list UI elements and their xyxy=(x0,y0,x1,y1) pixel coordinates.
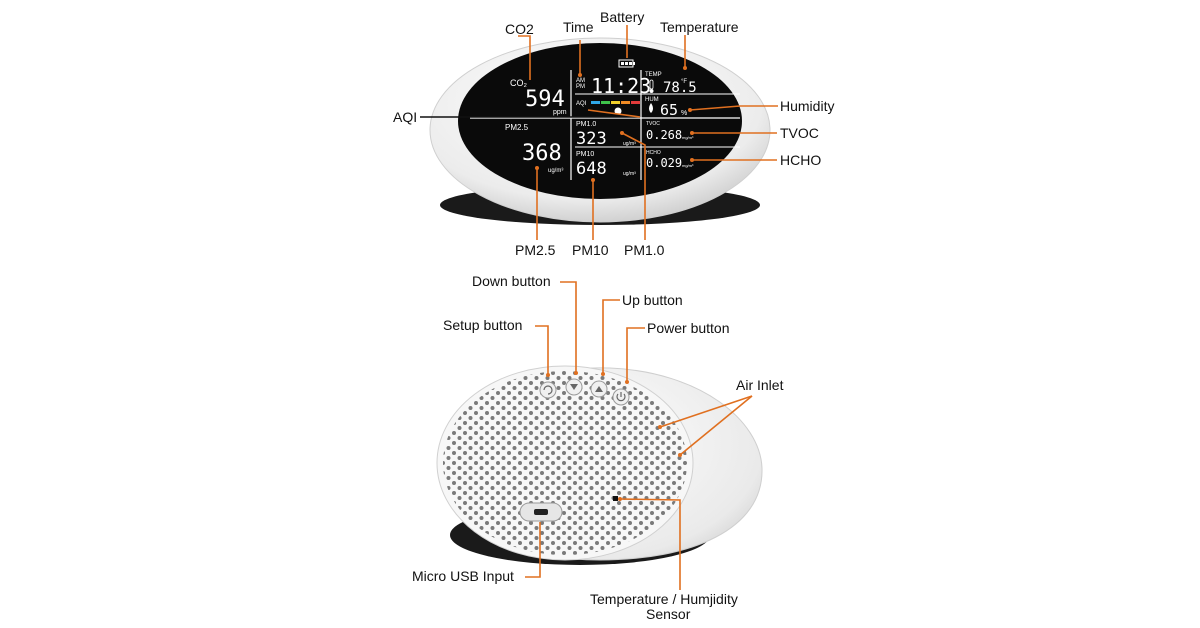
callout-time: Time xyxy=(563,19,594,35)
co2-screen-unit: ppm xyxy=(553,109,567,116)
temperature-humidity-sensor xyxy=(613,496,618,501)
hcho-screen-label: HCHO xyxy=(646,150,661,156)
hcho-screen-unit: mg/m³ xyxy=(682,163,694,168)
callout-power-button: Power button xyxy=(647,320,730,336)
front-screen xyxy=(458,43,742,199)
pm10-screen-value: 648 xyxy=(576,159,607,179)
down-arrow-icon xyxy=(570,384,578,390)
callout-tvoc: TVOC xyxy=(780,125,819,141)
pm10b-screen-unit: ug/m³ xyxy=(623,141,636,147)
tvoc-screen-label: TVOC xyxy=(646,121,660,127)
power-button[interactable] xyxy=(612,388,630,406)
smiley-face-icon xyxy=(614,107,622,115)
callout-setup-button: Setup button xyxy=(443,317,522,333)
callout-micro-usb: Micro USB Input xyxy=(412,568,514,584)
pm10-screen-unit: ug/m³ xyxy=(623,171,636,177)
battery-icon xyxy=(618,59,635,68)
callout-battery: Battery xyxy=(600,9,644,25)
callout-pm25: PM2.5 xyxy=(515,242,556,258)
callout-hcho: HCHO xyxy=(780,152,821,168)
co2-screen-value: 594 xyxy=(525,87,565,112)
callout-sensor-line2: Sensor xyxy=(646,606,691,622)
up-button[interactable] xyxy=(590,380,608,398)
aqi-bar-segment xyxy=(611,101,620,104)
callout-pm1-0: PM1.0 xyxy=(624,242,665,258)
hum-screen-unit: % xyxy=(681,110,687,117)
refresh-icon xyxy=(543,385,553,395)
callout-aqi: AQI xyxy=(393,109,417,125)
aqi-bar-segment xyxy=(631,101,640,104)
down-button[interactable] xyxy=(565,378,583,396)
callout-humidity: Humidity xyxy=(780,98,834,114)
co2-screen-label: CO₂ xyxy=(510,78,528,88)
pm25-screen-unit: ug/m³ xyxy=(548,168,563,174)
callout-temperature: Temperature xyxy=(660,19,739,35)
pm25-screen-value: 368 xyxy=(522,141,562,166)
aqi-bar-segment xyxy=(621,101,630,104)
up-arrow-icon xyxy=(595,386,603,392)
front-leader-lines xyxy=(420,25,778,240)
back-leader-lines xyxy=(525,281,753,590)
pm25-screen-label: PM2.5 xyxy=(505,123,529,132)
temp-screen-unit: °F xyxy=(681,79,687,85)
callout-air-inlet: Air Inlet xyxy=(736,377,784,393)
tvoc-screen-unit: mg/m³ xyxy=(682,135,694,140)
callout-sensor-line1: Temperature / Humjidity xyxy=(590,591,738,607)
air-inlet-grill xyxy=(443,371,687,555)
tvoc-screen-value: 0.268 xyxy=(646,128,682,142)
pm-label: PM xyxy=(576,84,585,90)
aqi-color-bar xyxy=(591,101,640,104)
hum-screen-label: HUM xyxy=(645,97,659,103)
setup-button[interactable] xyxy=(539,381,557,399)
micro-usb-port xyxy=(519,502,563,522)
temp-screen-value: 78.5 xyxy=(663,80,697,96)
temp-screen-label: TEMP xyxy=(645,72,662,78)
hum-screen-value: 65 xyxy=(660,101,678,119)
thermometer-icon xyxy=(649,79,654,93)
aqi-bar-segment xyxy=(591,101,600,104)
front-view: CO₂ 594 ppm AM PM 11:23 TEMP 78.5 °F AQI xyxy=(393,9,834,258)
back-view: Down button Up button Setup button Power… xyxy=(412,273,784,622)
pm10-screen-label: PM10 xyxy=(576,151,594,158)
am-label: AM xyxy=(576,78,585,84)
callout-down-button: Down button xyxy=(472,273,551,289)
aqi-bar-segment xyxy=(601,101,610,104)
pm10b-screen-value: 323 xyxy=(576,129,607,149)
callout-up-button: Up button xyxy=(622,292,683,308)
aqi-screen-label: AQI xyxy=(576,101,587,107)
callout-co2: CO2 xyxy=(505,21,534,37)
water-drop-icon xyxy=(649,103,653,113)
pm10b-screen-label: PM1.0 xyxy=(576,121,596,128)
power-icon xyxy=(616,392,626,402)
hcho-screen-value: 0.029 xyxy=(646,156,682,170)
time-screen-value: 11:23 xyxy=(591,74,651,98)
callout-pm10: PM10 xyxy=(572,242,609,258)
